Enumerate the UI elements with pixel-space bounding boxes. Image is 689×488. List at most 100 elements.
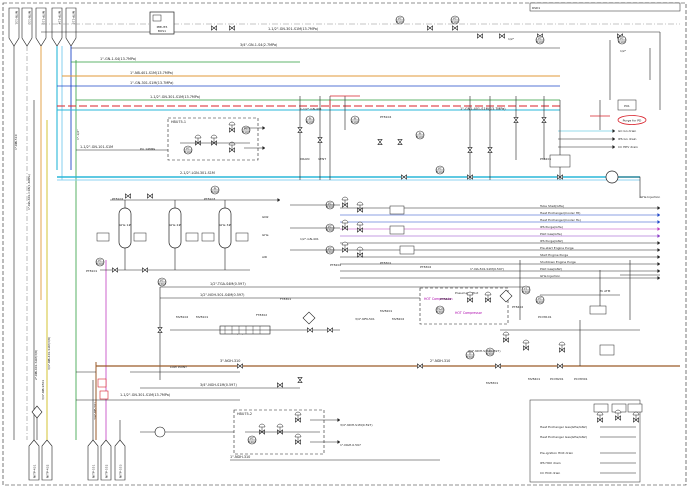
instrument-number: 8101 (416, 135, 424, 139)
instrument-tag: PT (328, 201, 332, 205)
instrument-tag: PT8201 (540, 157, 551, 161)
gate-valve-icon[interactable] (477, 33, 483, 39)
gate-valve-icon[interactable] (427, 25, 433, 31)
pipe-label: 3/4"-NDH-S1M(0.597) (468, 349, 501, 353)
gate-valve-icon[interactable] (125, 193, 131, 199)
gate-valve-icon[interactable] (229, 25, 235, 31)
gate-valve-icon[interactable] (297, 127, 303, 133)
instrument-tag: PT (250, 436, 254, 440)
flow-arrow-icon (657, 269, 661, 273)
flow-arrow-icon (657, 262, 661, 266)
compressor-label: HOT Compression (424, 297, 453, 301)
pipe-label: 2"-NB-401-S1M(3/8) (34, 350, 38, 380)
gate-valve-icon[interactable] (495, 363, 501, 369)
hbu-label: HBU75-2 (237, 412, 252, 416)
gate-valve-icon[interactable] (487, 147, 493, 153)
gate-valve-icon[interactable] (142, 267, 148, 273)
service-label: IPS Purge(GHe) (540, 225, 563, 229)
vessel-label: GHe 2# (169, 223, 181, 227)
off-page-connector-icon (41, 439, 53, 481)
gate-valve-icon[interactable] (327, 327, 333, 333)
gate-valve-icon[interactable] (307, 327, 313, 333)
service-label: Pre-start Engine Purge (540, 246, 574, 250)
pipe-label: 3/4"-GN-1-S4(2.7MPa) (240, 43, 278, 47)
instrument-tag: PI (214, 186, 217, 190)
gate-valve-icon[interactable] (541, 117, 547, 123)
pipe-label: 1/2" (620, 49, 627, 53)
drain-label: IPS HOX drain (540, 461, 561, 465)
instrument-tag: PT8302 (420, 265, 431, 269)
actuator-icon (228, 141, 236, 146)
pipe-label: 1/2"-NOH-501-S4M(0.597) (200, 293, 245, 297)
actuator-icon (502, 331, 510, 336)
flow-arrow-icon (657, 220, 661, 224)
instrument-tag: PT (398, 16, 402, 20)
gate-valve-icon[interactable] (557, 363, 563, 369)
pipe-label: 3/4"-NDH-S1M(0.597) (340, 423, 373, 427)
instrument-tag: PCV8301 (574, 377, 588, 381)
gate-valve-icon[interactable] (513, 117, 519, 123)
pipe-label: 1"-NB-401-S1M(13.7MPa) (130, 71, 174, 75)
gate-valve-icon[interactable] (112, 267, 118, 273)
off-page-connector-icon (65, 7, 77, 47)
off-page-connector-icon (21, 7, 33, 47)
actuator-icon (484, 291, 492, 296)
flow-arrow-icon (612, 145, 616, 149)
pipe-label: 1/2"-GN-401 (300, 237, 319, 241)
gate-valve-icon[interactable] (417, 363, 423, 369)
flow-arrow-icon (262, 146, 266, 150)
title-text: RSD1 (532, 6, 540, 10)
gate-valve-icon[interactable] (317, 137, 323, 143)
gate-valve-icon[interactable] (157, 327, 163, 333)
instrument-number: 8102 (184, 150, 192, 154)
gate-valve-icon[interactable] (237, 363, 243, 369)
instrument-bubble-icon (154, 426, 166, 438)
flow-arrow-icon (657, 213, 661, 217)
pump-icon[interactable] (605, 170, 619, 184)
instrument-tag: PT (438, 166, 442, 170)
actuator-icon (341, 219, 349, 224)
instrument-box (389, 225, 405, 235)
instrument-box (133, 232, 147, 242)
service-label: Pilot Gas(GHe) (540, 232, 562, 236)
vessel-icon (118, 207, 132, 249)
gate-valve-icon[interactable] (499, 33, 505, 39)
pump-icon[interactable] (617, 115, 647, 125)
gate-valve-icon[interactable] (467, 147, 473, 153)
instrument-number: 8101 (396, 20, 404, 24)
instrument-tag: PT8301 (380, 261, 391, 265)
instrument-tag: PT8402 (512, 305, 523, 309)
instrument-tag: PI (419, 131, 422, 135)
instrument-tag: PT (538, 36, 542, 40)
instrument-box (627, 403, 643, 413)
gate-valve-icon[interactable] (277, 382, 283, 388)
gate-valve-icon[interactable] (401, 174, 407, 180)
gate-valve-icon[interactable] (377, 139, 383, 145)
off-page-connector-icon (100, 439, 112, 481)
instrument-box (389, 205, 405, 215)
control-valve-icon[interactable] (357, 252, 363, 258)
instrument-tag: PT (453, 16, 457, 20)
gate-valve-icon[interactable] (397, 139, 403, 145)
instrument-tag: PT8103 (204, 197, 215, 201)
instrument-tag: FT8302 (256, 313, 267, 317)
instrument-number: 8301 (326, 205, 334, 209)
pipe-label: 1"-NB-510 (14, 134, 18, 150)
gate-valve-icon[interactable] (452, 25, 458, 31)
instrument-number: 8301 (326, 250, 334, 254)
gas-label: GN2 (262, 215, 269, 219)
compressor-box (419, 287, 509, 325)
off-page-connector-icon (51, 7, 63, 47)
pipe-line (618, 176, 641, 198)
flow-arrow-icon (657, 248, 661, 252)
gate-valve-icon[interactable] (147, 193, 153, 199)
hbu-box (167, 117, 259, 161)
gate-valve-icon[interactable] (297, 377, 303, 383)
instrument-tag: PT8401 (440, 297, 451, 301)
connector-label: NITP-431 (32, 464, 36, 478)
gate-valve-icon[interactable] (211, 25, 217, 31)
instrument-box (549, 154, 571, 168)
service-label: Tube Shell(GHe) (539, 204, 564, 208)
legend-table (529, 399, 641, 483)
